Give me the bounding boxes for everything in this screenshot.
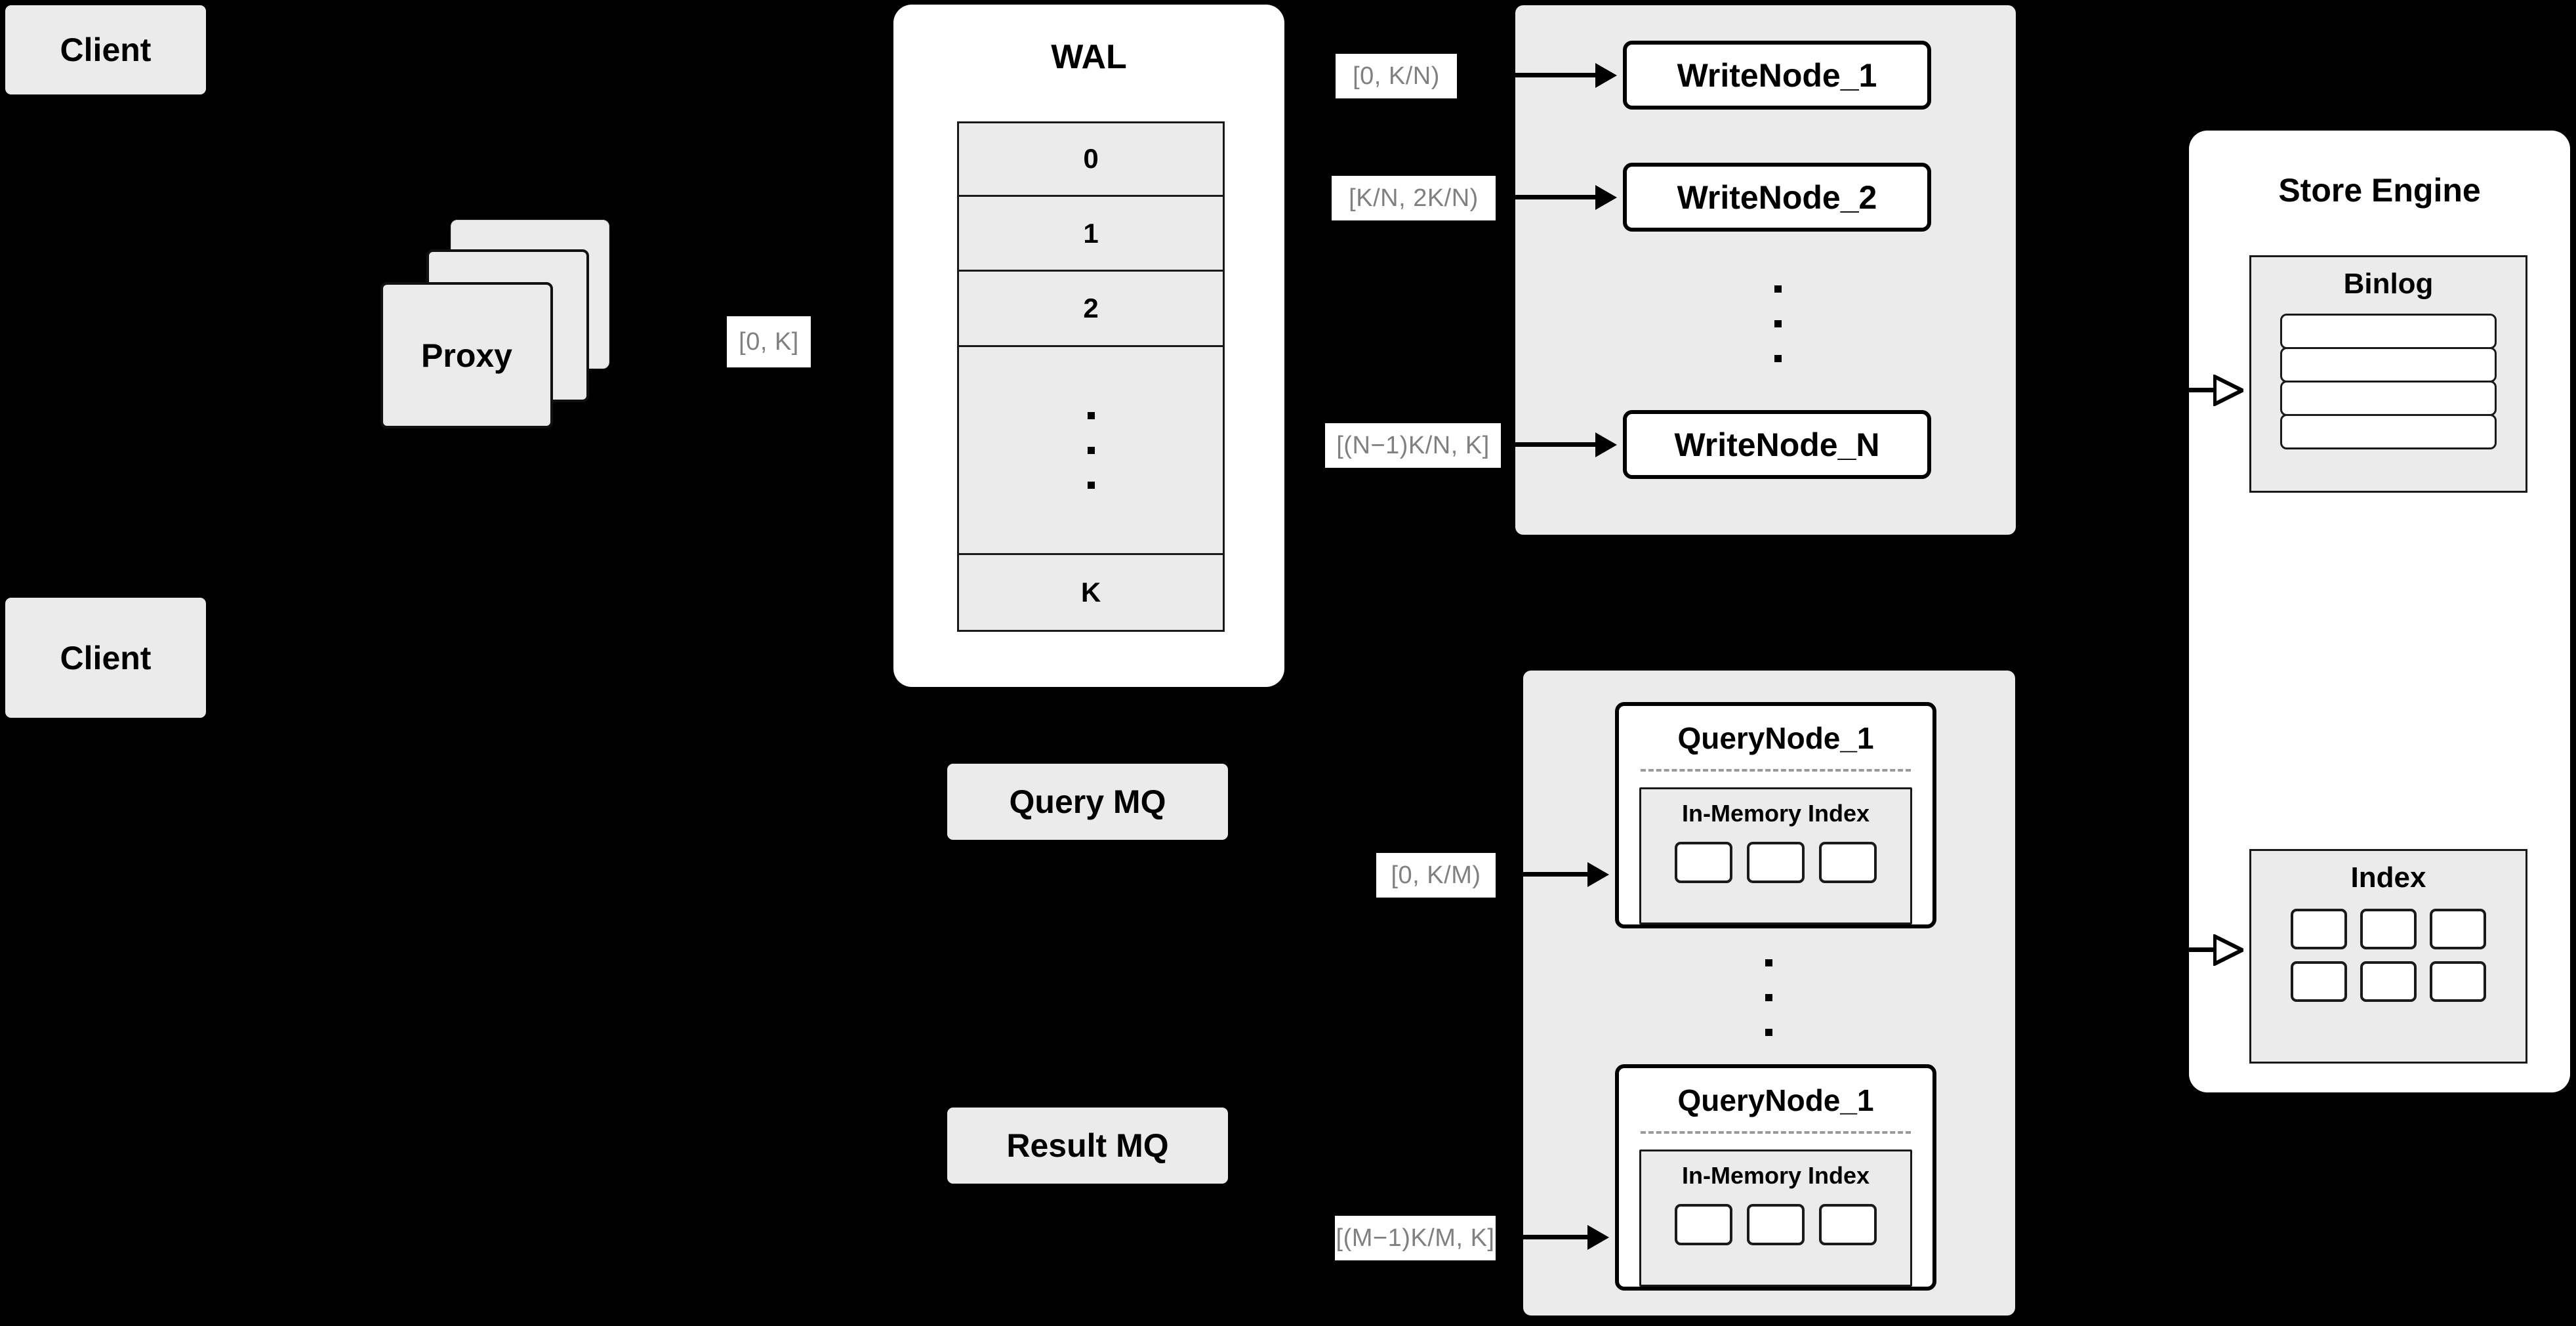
in-memory-index-cells [1675,842,1877,883]
arrow-head-querynode-m [1587,1225,1609,1250]
query-node-separator [1641,1131,1911,1134]
arrow-head-writenode-2 [1595,185,1617,210]
result-mq-label: Result MQ [1006,1127,1169,1164]
arrow-line-to-binlog [2189,388,2215,392]
wal-row[interactable]: K [959,555,1223,630]
query-node-separator [1641,769,1911,772]
client-box-2[interactable]: Client [5,597,207,718]
index-cell[interactable] [1819,1204,1877,1245]
wal-panel: WAL 0 1 2 K [893,5,1284,687]
index-cell-grid [2291,909,2486,1002]
arrow-head-writenode-n [1595,432,1617,457]
binlog-box: Binlog [2249,255,2527,493]
arrow-line-writenode-2 [1497,195,1597,199]
vertical-ellipsis-icon [1087,411,1095,489]
wal-entry-list: 0 1 2 K [957,121,1225,632]
query-node-ellipsis-icon [1736,937,1801,1058]
binlog-row[interactable] [2280,347,2497,383]
client-label: Client [60,639,152,676]
arrow-line-querynode-m [1497,1235,1589,1239]
store-engine-panel: Store Engine Binlog Index [2189,131,2570,1092]
edge-label-mq-to-querynode-m: [(M−1)K/M, K] [1335,1216,1496,1260]
write-node-ellipsis-icon [1745,274,1810,373]
proxy-card-front[interactable]: Proxy [380,282,553,428]
arrow-head-writenode-1 [1595,63,1617,88]
edge-label-wal-to-writenode-n: [(N−1)K/N, K] [1325,423,1501,468]
in-memory-index-title: In-Memory Index [1681,800,1870,827]
arrow-line-writenode-1 [1458,73,1597,77]
index-cell[interactable] [1747,1204,1805,1245]
in-memory-index-cells [1675,1204,1877,1245]
binlog-row[interactable] [2280,414,2497,449]
write-node-label: WriteNode_N [1674,426,1880,463]
binlog-row[interactable] [2280,314,2497,349]
index-cell[interactable] [1819,842,1877,883]
index-cell[interactable] [2360,961,2417,1002]
wal-row[interactable]: 0 [959,123,1223,197]
index-cell[interactable] [1675,842,1732,883]
wal-row[interactable]: 1 [959,196,1223,272]
in-memory-index-box: In-Memory Index [1639,787,1912,924]
index-cell[interactable] [2430,909,2486,949]
edge-label-wal-to-writenode-1: [0, K/N) [1336,54,1457,98]
binlog-title: Binlog [2343,268,2434,300]
arrow-line-to-index [2189,947,2215,952]
wal-title: WAL [1051,38,1127,76]
index-title: Index [2350,861,2426,894]
query-mq-label: Query MQ [1009,783,1166,820]
index-cell[interactable] [2291,909,2347,949]
in-memory-index-title: In-Memory Index [1681,1162,1870,1189]
wal-row[interactable]: 2 [959,272,1223,348]
index-cell[interactable] [1675,1204,1732,1245]
binlog-row-list [2280,314,2497,449]
edge-label-mq-to-querynode-1: [0, K/M) [1376,853,1496,898]
wal-row-ellipsis [959,347,1223,556]
index-cell[interactable] [1747,842,1805,883]
edge-label-wal-to-writenode-2: [K/N, 2K/N) [1332,176,1496,220]
index-box: Index [2249,849,2527,1064]
arrow-head-open-index-icon [2213,934,2243,966]
write-node-label: WriteNode_1 [1677,56,1877,94]
write-node-1[interactable]: WriteNode_1 [1623,41,1931,110]
binlog-row[interactable] [2280,381,2497,416]
arrow-line-querynode-1 [1497,872,1589,877]
edge-label-proxy-to-wal: [0, K] [727,316,811,367]
query-node-title: QueryNode_1 [1677,1083,1874,1117]
store-engine-title: Store Engine [2278,172,2481,209]
index-cell[interactable] [2360,909,2417,949]
query-node-1[interactable]: QueryNode_1 In-Memory Index [1615,702,1936,928]
write-node-label: WriteNode_2 [1677,178,1877,216]
arrow-head-open-binlog-icon [2213,375,2243,406]
write-node-n[interactable]: WriteNode_N [1623,410,1931,479]
index-cell[interactable] [2291,961,2347,1002]
client-box-1[interactable]: Client [5,5,207,95]
query-node-m[interactable]: QueryNode_1 In-Memory Index [1615,1064,1936,1291]
in-memory-index-box: In-Memory Index [1639,1150,1912,1287]
result-mq-box[interactable]: Result MQ [947,1107,1229,1184]
arrow-line-writenode-n [1502,442,1597,447]
write-node-2[interactable]: WriteNode_2 [1623,163,1931,232]
index-cell[interactable] [2430,961,2486,1002]
query-mq-box[interactable]: Query MQ [947,763,1229,840]
proxy-label: Proxy [421,337,512,374]
arrow-head-querynode-1 [1587,862,1609,887]
query-node-title: QueryNode_1 [1677,721,1874,755]
proxy-stack[interactable]: Proxy [380,220,682,430]
client-label: Client [60,31,152,68]
